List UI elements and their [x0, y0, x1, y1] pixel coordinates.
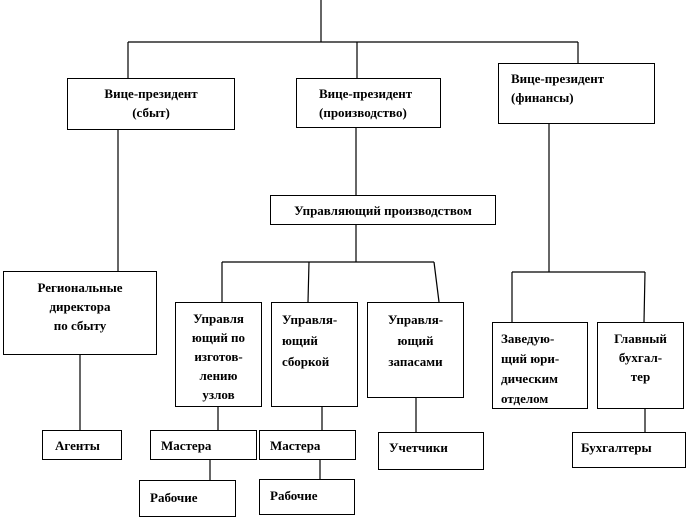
- node-workers-1: Рабочие: [139, 480, 236, 517]
- node-chief-accountant: Главный бухгал- тер: [597, 322, 684, 409]
- node-agents: Агенты: [42, 430, 122, 460]
- node-vp-production: Вице-президент (производство): [296, 78, 441, 128]
- node-parts-manager: Управля ющий по изготов- лению узлов: [175, 302, 262, 407]
- node-accountants: Бухгалтеры: [572, 432, 686, 468]
- node-production-manager: Управляющий производством: [270, 195, 496, 225]
- node-vp-finance: Вице-президент (финансы): [498, 63, 655, 124]
- node-inventory-manager: Управля- ющий запасами: [367, 302, 464, 398]
- node-regional-directors: Региональные директора по сбыту: [3, 271, 157, 355]
- node-foremen-2: Мастера: [259, 430, 356, 460]
- node-vp-sales: Вице-президент (сбыт): [67, 78, 235, 130]
- node-foremen-1: Мастера: [150, 430, 257, 460]
- node-legal-head: Заведую- щий юри- дическим отделом: [492, 322, 588, 409]
- node-assembly-manager: Управля- ющий сборкой: [271, 302, 358, 407]
- node-workers-2: Рабочие: [259, 479, 355, 515]
- node-tallymen: Учетчики: [378, 432, 484, 470]
